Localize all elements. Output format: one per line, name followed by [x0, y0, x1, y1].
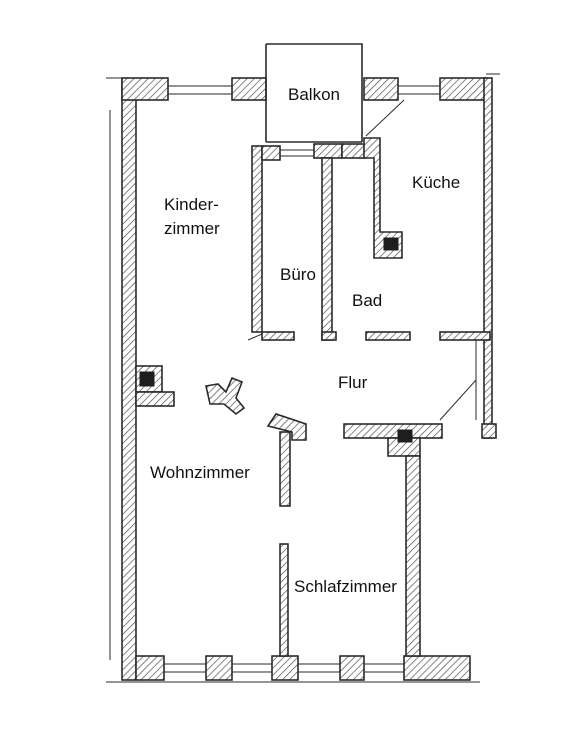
exterior-walls: [106, 73, 500, 683]
chimney-schlafzimmer: [397, 429, 413, 443]
label-kueche: Küche: [412, 173, 460, 192]
room-labels: Balkon Kinder- zimmer Küche Büro Bad Flu…: [150, 85, 460, 596]
label-buero: Büro: [280, 265, 316, 284]
label-schlafzimmer: Schlafzimmer: [294, 577, 397, 596]
chimney-left: [139, 371, 155, 387]
label-wohnzimmer: Wohnzimmer: [150, 463, 250, 482]
chimney-bad: [383, 237, 399, 251]
label-flur: Flur: [338, 373, 368, 392]
label-bad: Bad: [352, 291, 382, 310]
label-kinderzimmer-1: Kinder-: [164, 195, 219, 214]
chimneys: [139, 237, 413, 443]
label-balkon: Balkon: [288, 85, 340, 104]
balcony: [265, 43, 405, 143]
interior-walls: [135, 137, 491, 657]
label-kinderzimmer-2: zimmer: [164, 219, 220, 238]
